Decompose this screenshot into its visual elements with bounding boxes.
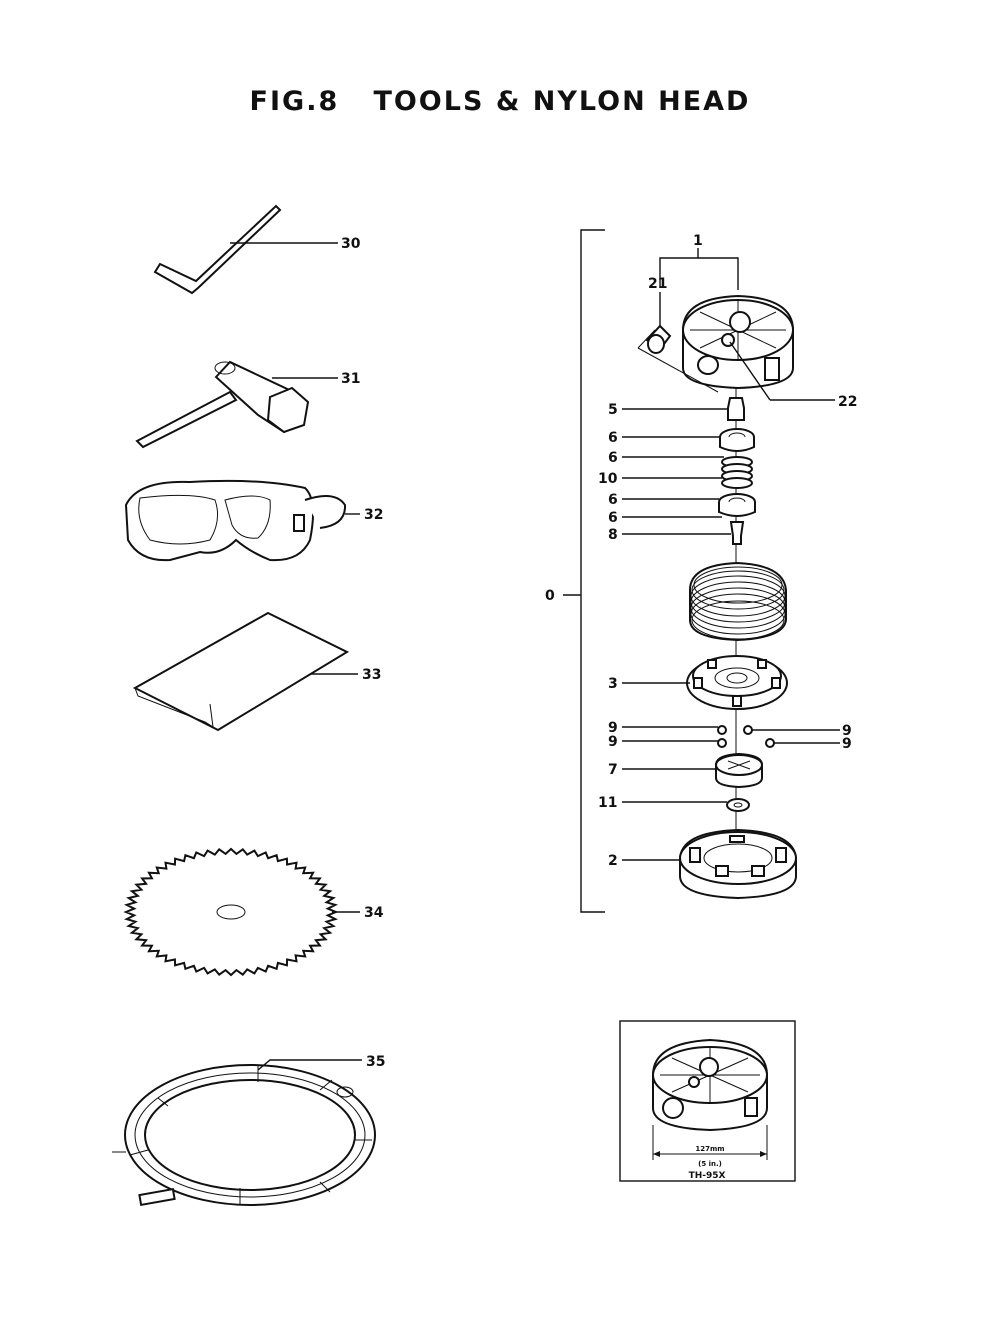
washer-upper-part <box>719 428 755 452</box>
callout-34: 34 <box>364 905 384 921</box>
callout-32: 32 <box>364 507 383 523</box>
figure-title: FIG.8 TOOLS & NYLON HEAD <box>249 86 751 117</box>
callout-7: 7 <box>608 762 618 778</box>
callout-6c: 6 <box>608 492 618 508</box>
callout-9c: 9 <box>608 734 618 750</box>
nylon-line-spool-part <box>689 561 787 642</box>
hub-part <box>715 752 763 789</box>
assembled-head-inset <box>619 1020 796 1182</box>
instruction-sheet-part <box>132 611 358 732</box>
callout-9b: 9 <box>842 723 852 739</box>
callout-1: 1 <box>693 233 703 249</box>
callout-6d: 6 <box>608 510 618 526</box>
callout-31: 31 <box>341 371 360 387</box>
cover-cap-part <box>637 294 794 393</box>
washer-lower-part <box>718 493 756 517</box>
callout-6a: 6 <box>608 430 618 446</box>
inset-caption: TH-95X <box>689 1171 726 1181</box>
callout-30: 30 <box>341 236 361 252</box>
callout-6b: 6 <box>608 450 618 466</box>
callout-33: 33 <box>362 667 381 683</box>
callout-3: 3 <box>608 676 618 692</box>
callout-22: 22 <box>838 394 857 410</box>
callout-9d: 9 <box>842 736 852 752</box>
callout-11: 11 <box>598 795 617 811</box>
inset-dimension-in: (5 in.) <box>698 1160 722 1168</box>
callout-35: 35 <box>366 1054 385 1070</box>
small-washer-part <box>726 798 750 812</box>
callout-1-leader <box>659 257 739 290</box>
assembly-bracket <box>580 229 605 913</box>
callout-21: 21 <box>648 276 667 292</box>
safety-goggles-part <box>124 479 360 562</box>
socket-wrench-part <box>135 360 338 449</box>
callout-8: 8 <box>608 527 618 543</box>
pin-part <box>729 521 745 545</box>
housing-base-part <box>679 828 797 900</box>
inset-dimension-mm: 127mm <box>695 1145 724 1153</box>
callout-9a: 9 <box>608 720 618 736</box>
ring-guard-part <box>112 1059 376 1207</box>
callout-5: 5 <box>608 402 618 418</box>
bolt-part <box>727 397 745 421</box>
spool-base-part <box>686 655 788 710</box>
callout-0: 0 <box>545 588 555 604</box>
ball-bearings-part <box>717 725 775 748</box>
callout-2: 2 <box>608 853 618 869</box>
saw-blade-part <box>123 847 360 977</box>
spring-part <box>721 456 753 489</box>
callout-10: 10 <box>598 471 618 487</box>
hex-key-part <box>153 204 338 295</box>
